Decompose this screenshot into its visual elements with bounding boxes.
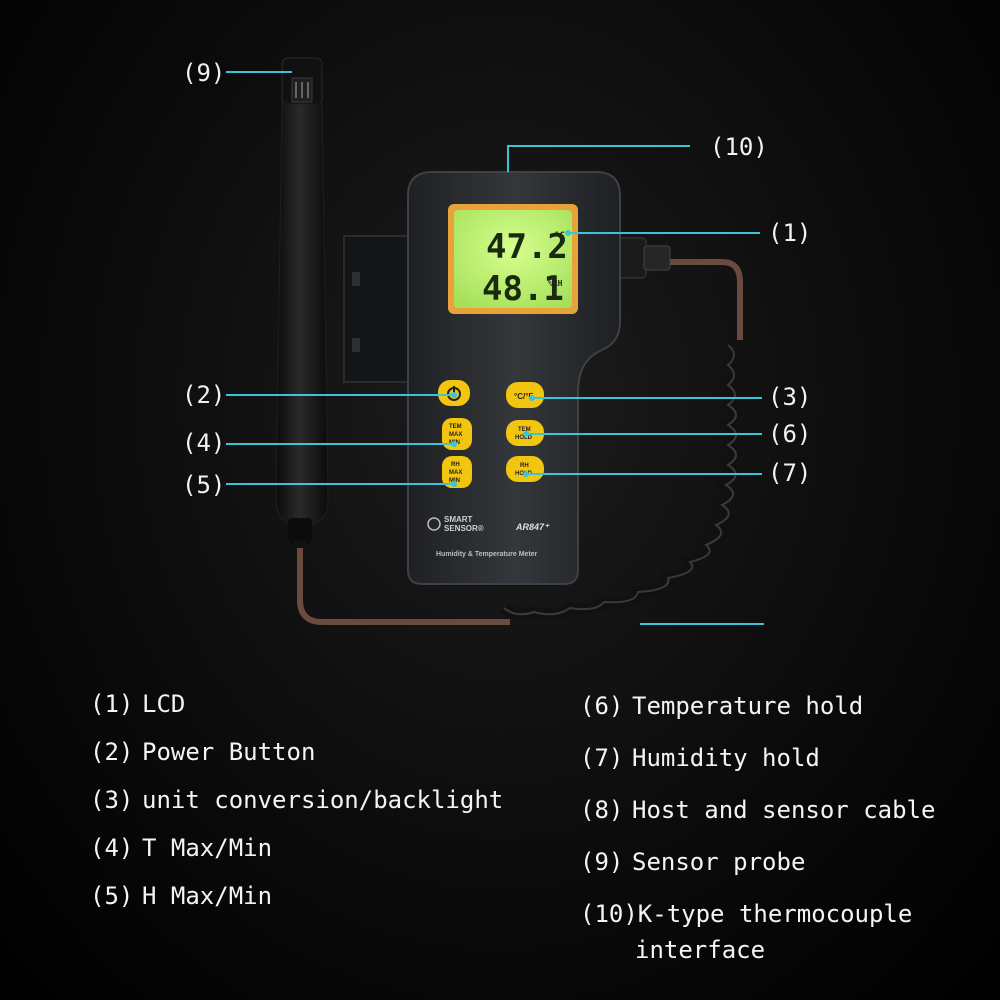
svg-text:MAX: MAX — [449, 432, 462, 438]
svg-text:RH: RH — [451, 462, 460, 468]
lcd-screen — [454, 210, 572, 308]
svg-text:MIN: MIN — [449, 478, 460, 484]
svg-text:SENSOR®: SENSOR® — [444, 524, 484, 533]
legend-item: (8)Host and sensor cable — [580, 796, 936, 824]
legend-item: (3)unit conversion/backlight — [90, 786, 504, 814]
leader-dots — [451, 230, 571, 487]
svg-text:TEM: TEM — [518, 427, 531, 433]
legend-item: (1)LCD — [90, 690, 186, 718]
device-subtitle: Humidity & Temperature Meter — [436, 551, 538, 558]
lcd-top-unit: °C — [554, 231, 565, 241]
sensor-probe — [275, 57, 329, 548]
device-illustration: 47.2 °C 48.1 %RH °C/°F TEM MAX MIN TEM H… — [226, 57, 764, 625]
legend-item: (7)Humidity hold — [580, 744, 820, 772]
legend-item: (6)Temperature hold — [580, 692, 864, 720]
host-sensor-cable — [668, 259, 743, 340]
legend-item: (2)Power Button — [90, 738, 316, 766]
brand-logo: SMART SENSOR® — [427, 515, 484, 533]
legend-left: (1)LCD (2)Power Button (3)unit conversio… — [90, 686, 503, 926]
model-label: AR847⁺ — [515, 522, 550, 532]
legend-item: (10)K-type thermocouple interface — [580, 896, 935, 968]
lcd-bottom-unit: %RH — [548, 279, 563, 288]
legend-item: (5)H Max/Min — [90, 882, 273, 910]
svg-text:SMART: SMART — [444, 515, 473, 524]
lcd-bottom-value: 48.1 — [482, 269, 564, 309]
tem-max-min-button[interactable]: TEM MAX MIN — [442, 418, 472, 450]
lcd-top-value: 47.2 — [486, 227, 568, 267]
svg-text:TEM: TEM — [449, 424, 462, 430]
leader-lines — [226, 71, 764, 625]
svg-text:RH: RH — [520, 463, 529, 469]
svg-text:HOLD: HOLD — [515, 435, 533, 441]
legend-item-continuation: interface — [635, 936, 766, 964]
holster-clip — [343, 235, 409, 383]
callout-4: (4) — [182, 429, 226, 457]
callout-5: (5) — [182, 471, 226, 499]
callout-2: (2) — [182, 381, 226, 409]
callout-6: (6) — [768, 420, 812, 448]
legend-item: (9)Sensor probe — [580, 848, 806, 876]
legend-item: (4)T Max/Min — [90, 834, 273, 862]
probe-cable — [297, 540, 510, 625]
callout-10: (10) — [710, 133, 768, 161]
svg-text:°C/°F: °C/°F — [514, 392, 533, 401]
callout-7: (7) — [768, 459, 812, 487]
callout-1: (1) — [768, 219, 812, 247]
legend-right: (6)Temperature hold (7)Humidity hold (8)… — [580, 688, 935, 968]
svg-text:MAX: MAX — [449, 470, 462, 476]
callout-9: (9) — [182, 59, 226, 87]
rh-max-min-button[interactable]: RH MAX MIN — [442, 456, 472, 488]
callout-3: (3) — [768, 383, 812, 411]
rh-hold-button[interactable]: RH HOLD — [506, 456, 544, 482]
unit-conversion-button[interactable]: °C/°F — [506, 382, 544, 408]
